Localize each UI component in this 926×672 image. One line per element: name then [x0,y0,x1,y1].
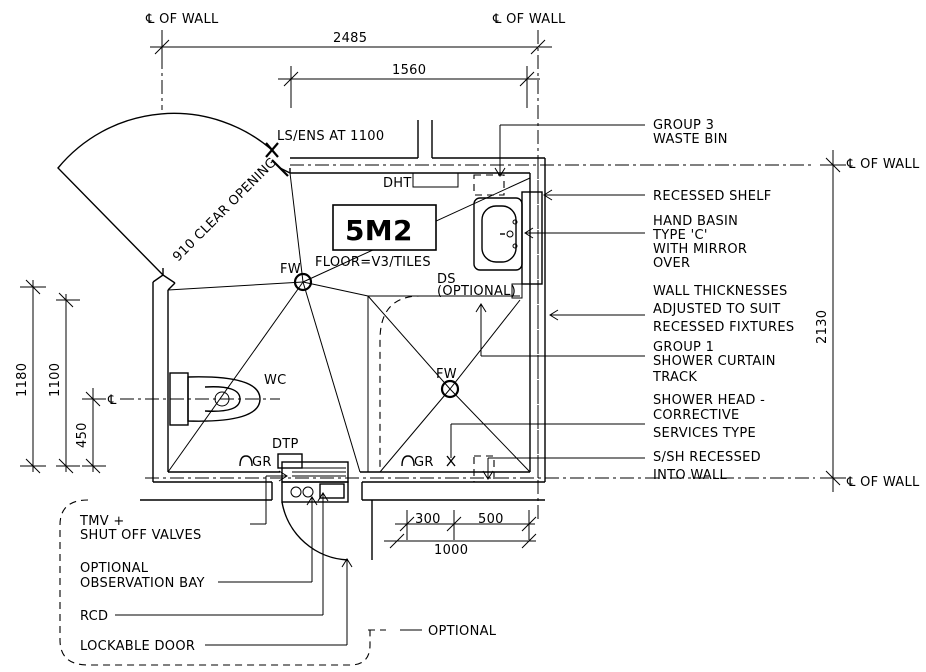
svg-text:SHOWER HEAD -: SHOWER HEAD - [653,393,765,408]
svg-text:TYPE 'C': TYPE 'C' [652,228,708,243]
clear-opening-label: 910 CLEAR OPENING [170,155,280,265]
svg-text:WALL THICKNESSES: WALL THICKNESSES [653,284,788,299]
svg-text:TMV +: TMV + [79,514,125,529]
svg-text:℄ OF WALL: ℄ OF WALL [145,12,219,27]
svg-text:500: 500 [478,512,504,527]
svg-text:RECESSED SHELF: RECESSED SHELF [653,189,772,204]
svg-text:SHUT OFF VALVES: SHUT OFF VALVES [80,528,202,543]
svg-text:FLOOR=V3/TILES: FLOOR=V3/TILES [315,255,431,270]
svg-text:GR: GR [414,455,434,470]
svg-text:WASTE BIN: WASTE BIN [653,132,728,147]
svg-text:2485: 2485 [333,31,367,46]
svg-text:LS/ENS AT 1100: LS/ENS AT 1100 [277,129,384,144]
svg-text:TRACK: TRACK [652,370,697,385]
grab-rail-1: GR [239,455,272,470]
svg-text:℄ OF WALL: ℄ OF WALL [846,157,920,172]
callout-shower-curtain: GROUP 1 SHOWER CURTAIN TRACK [652,340,776,385]
ds-optional: DS (OPTIONAL) [437,272,523,299]
svg-text:1100: 1100 [48,363,63,397]
svg-text:1000: 1000 [434,543,468,558]
svg-text:LOCKABLE DOOR: LOCKABLE DOOR [80,639,195,654]
dim-300-500: 300 500 [395,510,537,540]
svg-text:℄ OF WALL: ℄ OF WALL [492,12,566,27]
light-switch-marker: LS/ENS AT 1100 [265,129,384,158]
svg-text:DTP: DTP [272,437,299,452]
svg-text:℄: ℄ [107,393,117,408]
soap-shelf-recessed [473,455,495,483]
svg-text:HAND BASIN: HAND BASIN [653,214,738,229]
svg-text:5M2: 5M2 [345,214,413,247]
dim-1180: 1180 [15,279,46,474]
dim-450: 450 [75,388,106,474]
observation-bay [281,461,349,561]
dim-1100: 1100 [48,292,80,474]
right-leaders [450,124,645,480]
callout-soap-shelf: S/SH RECESSED INTO WALL [653,450,761,483]
dht-fixture: DHT [383,172,459,191]
floor-waste-2: FW [436,367,460,399]
entry-door-swing: 910 CLEAR OPENING [57,112,289,276]
callout-recessed-shelf: RECESSED SHELF [653,189,772,204]
waste-bin [473,174,505,196]
grab-rail-2: GR [401,455,434,470]
svg-text:450: 450 [75,422,90,448]
dim-1000: 1000 [384,533,537,558]
svg-text:OBSERVATION BAY: OBSERVATION BAY [80,576,205,591]
svg-text:℄ OF WALL: ℄ OF WALL [846,475,920,490]
svg-text:CORRECTIVE: CORRECTIVE [653,408,740,423]
svg-text:1560: 1560 [392,63,426,78]
svg-text:OPTIONAL: OPTIONAL [428,624,497,639]
svg-text:S/SH RECESSED: S/SH RECESSED [653,450,761,465]
svg-text:GR: GR [252,455,272,470]
callout-rcd: RCD [80,609,108,624]
callout-hand-basin: HAND BASIN TYPE 'C' WITH MIRROR OVER [652,214,747,271]
top-left-centerline-label: ℄ OF WALL [145,12,219,27]
svg-text:DHT: DHT [383,176,412,191]
top-right-centerline-label: ℄ OF WALL [492,12,566,27]
svg-text:RECESSED FIXTURES: RECESSED FIXTURES [653,320,794,335]
svg-text:SHOWER CURTAIN: SHOWER CURTAIN [653,354,776,369]
callout-lockable-door: LOCKABLE DOOR [80,639,195,654]
dim-2130: 2130 ℄ OF WALL ℄ OF WALL [815,150,920,492]
svg-text:WITH MIRROR: WITH MIRROR [653,242,747,257]
floor-fall-lines [167,172,531,473]
callout-wall-thicknesses: WALL THICKNESSES ADJUSTED TO SUIT RECESS… [653,284,794,335]
svg-text:GROUP 1: GROUP 1 [653,340,714,355]
callout-observation-bay: OPTIONAL OBSERVATION BAY [80,561,205,591]
shower-curtain-track [379,295,520,472]
svg-text:2130: 2130 [815,310,830,344]
callout-shower-head: SHOWER HEAD - CORRECTIVE SERVICES TYPE [653,393,765,441]
svg-text:OVER: OVER [653,256,690,271]
svg-text:DS: DS [437,272,456,287]
svg-text:INTO WALL: INTO WALL [653,468,728,483]
shower-head-marker [446,455,456,467]
svg-text:FW: FW [280,262,301,277]
dim-2485: 2485 [150,31,552,60]
svg-text:FW: FW [436,367,457,382]
dtp-fixture: DTP [272,437,303,469]
svg-text:(OPTIONAL): (OPTIONAL) [437,284,516,299]
svg-text:WC: WC [264,373,287,388]
dim-1560: 1560 [278,63,540,108]
walls [140,120,546,560]
callout-waste-bin: GROUP 3 WASTE BIN [653,118,728,147]
wc-pan: WC [120,372,287,426]
floor-waste-1: FW [280,262,313,292]
svg-text:SERVICES TYPE: SERVICES TYPE [653,426,756,441]
wc-centerline-symbol: ℄ [107,393,117,408]
optional-bay-outline [59,499,371,666]
optional-legend: OPTIONAL [368,624,497,639]
svg-text:ADJUSTED TO SUIT: ADJUSTED TO SUIT [653,302,780,317]
svg-text:OPTIONAL: OPTIONAL [80,561,149,576]
room-area-box: 5M2 FLOOR=V3/TILES [315,204,437,270]
callout-tmv: TMV + SHUT OFF VALVES [79,514,202,543]
svg-text:RCD: RCD [80,609,108,624]
svg-text:GROUP 3: GROUP 3 [653,118,714,133]
svg-text:300: 300 [415,512,441,527]
hand-basin [473,191,543,285]
left-leaders [115,470,353,646]
svg-text:1180: 1180 [15,363,30,397]
